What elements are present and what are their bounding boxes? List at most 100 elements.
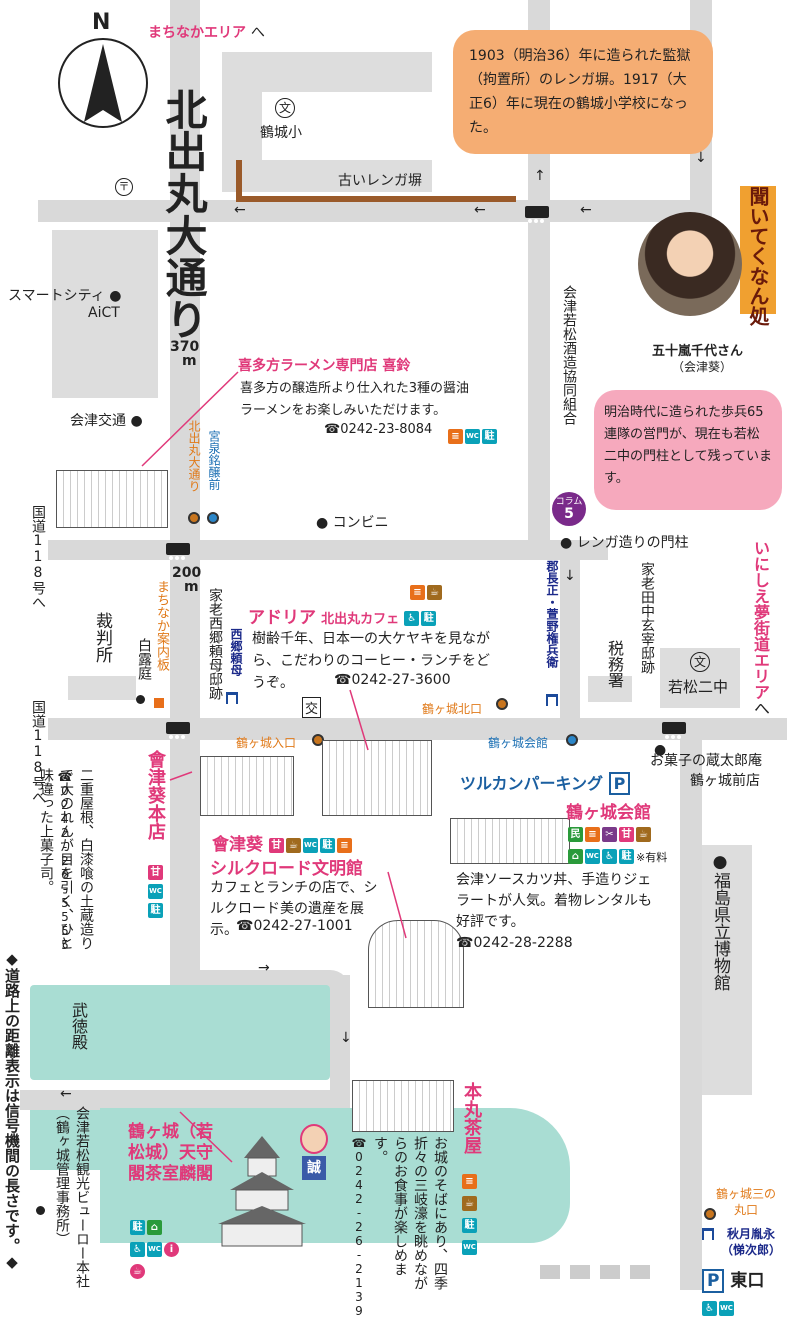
road-middle-horizontal bbox=[48, 540, 608, 560]
tax-office-building bbox=[588, 676, 632, 702]
road-gate-vertical bbox=[560, 545, 580, 735]
arrow-down-gate: ↓ bbox=[564, 568, 576, 584]
road-lower-horizontal bbox=[48, 718, 787, 740]
column-badge-num: 5 bbox=[564, 506, 574, 522]
smart-city-text: スマートシティ bbox=[8, 288, 105, 304]
higashiguchi-parking-icon: P bbox=[702, 1269, 725, 1293]
adria-sub: 北出丸カフェ bbox=[321, 612, 400, 627]
road-butoku bbox=[20, 1090, 350, 1110]
silkroad-food-icon: ≡ bbox=[336, 837, 352, 853]
iriguchi-label: 鶴ヶ城入口 bbox=[236, 736, 297, 750]
museum-text: 福島県立博物館 bbox=[710, 872, 730, 991]
arrow-down-curve: ↓ bbox=[340, 1030, 352, 1046]
silkroad-dome-sketch bbox=[368, 920, 464, 1008]
arrow-up: ↑ bbox=[534, 168, 546, 184]
kaikan-tel: ☎0242-28-2288 bbox=[456, 935, 573, 951]
machinaka-board: まちなか案内板 bbox=[154, 580, 169, 671]
inishie-text: いにしえ夢街道エリア bbox=[751, 540, 770, 700]
road-kitademaru-vertical bbox=[170, 0, 200, 1000]
honmaru-toilet-icon: WC bbox=[462, 1240, 477, 1255]
road-bottom-right bbox=[540, 1265, 650, 1279]
brick-gate-text: レンガ造りの門柱 bbox=[576, 535, 689, 551]
honmaru-icons: ≡☕駐WC bbox=[462, 1170, 478, 1258]
compass-circle bbox=[58, 38, 148, 128]
akizuki-label: 秋月胤永（悌次郎） bbox=[720, 1227, 781, 1257]
tenshukaku-wheelchair-icon: ♿ bbox=[130, 1242, 145, 1257]
aizuaoi-tel: ☎0242-26-5555 bbox=[58, 770, 72, 952]
signal-middle bbox=[166, 543, 190, 560]
silkroad-cafe-icon: ☕ bbox=[285, 837, 301, 853]
dist-200-unit: m bbox=[184, 579, 199, 595]
adria-desc: 樹齢千年、日本一の大ケヤキを見ながら、こだわりのコーヒー・ランチをどうぞ。 bbox=[252, 631, 490, 691]
adria-title: アドリア 北出丸カフェ ♿駐 bbox=[248, 603, 438, 628]
north-arrow-icon bbox=[84, 44, 122, 122]
brick-wall-label: 古いレンガ塀 bbox=[338, 173, 422, 189]
conveni-label: ● コンビニ bbox=[316, 515, 389, 531]
sweet-icon: 甘 bbox=[148, 865, 163, 880]
kaikan-food-icon: ≡ bbox=[585, 827, 600, 842]
conveni-text: コンビニ bbox=[332, 515, 389, 531]
kaikan-wheelchair-icon: ♿ bbox=[602, 849, 617, 864]
arrow-left-3: ← bbox=[580, 202, 592, 218]
school-label: 鶴城小 bbox=[260, 125, 302, 141]
wakamatsu2-school-icon: 文 bbox=[690, 652, 710, 672]
arrow-left-butoku: ← bbox=[60, 1086, 72, 1102]
castle-illustration bbox=[218, 1136, 306, 1247]
inishie-label: いにしえ夢街道エリアへ bbox=[750, 540, 770, 716]
column-badge: コラム 5 bbox=[552, 492, 586, 526]
aizuaoi-icons: 甘 WC 駐 bbox=[148, 862, 164, 919]
tenshukaku-shop-icon: ⌂ bbox=[147, 1220, 162, 1235]
aizuaoi-name: 會津葵本店 bbox=[145, 750, 166, 840]
aizuaoi-parking-icon: 駐 bbox=[148, 903, 163, 918]
ramen-icon: ≡ bbox=[448, 429, 463, 444]
top-area-label: まちなかエリア へ bbox=[148, 22, 265, 42]
adria-top-icons: ≡☕ bbox=[410, 582, 444, 601]
adria-tel: ☎0242-27-3600 bbox=[334, 672, 451, 688]
silkroad-toilet-icon: WC bbox=[302, 837, 318, 853]
adria-cafe-icon: ☕ bbox=[427, 585, 442, 600]
signal-lower-left bbox=[166, 722, 190, 739]
saigo-memorial-icon bbox=[226, 692, 238, 704]
bubble-brick-history: 1903（明治36）年に造られた監獄（拘置所）のレンガ塀。1917（大正6）年に… bbox=[453, 30, 713, 154]
kitakata-tel: ☎0242-23-8084 bbox=[324, 422, 433, 437]
court-label: 裁判所 bbox=[92, 612, 112, 663]
hakuro-dot bbox=[136, 695, 145, 704]
honmaru-building-sketch bbox=[352, 1080, 454, 1132]
tenshukaku-toilet-icon: WC bbox=[147, 1242, 162, 1257]
top-area-suffix: へ bbox=[250, 25, 265, 41]
kaikan-icons-row1: 民≡✂甘☕ bbox=[568, 824, 653, 843]
kiitekuna-label: 聞いてくなん処 bbox=[740, 186, 776, 326]
tsurukan-parking-text: ツルカンパーキング bbox=[460, 774, 604, 793]
machinaka-board-icon bbox=[154, 698, 164, 708]
moat-upper bbox=[30, 985, 330, 1080]
shinsengumi-icon bbox=[300, 1124, 328, 1154]
hakuro-label: 白露庭 bbox=[136, 638, 152, 680]
note-side: ◆道路上の距離表示は信号機間の長さです。◆ bbox=[3, 950, 21, 1271]
smart-city-building bbox=[52, 230, 158, 398]
road-right-lower-vertical bbox=[680, 730, 702, 1290]
kaikan-local-icon: 民 bbox=[568, 827, 583, 842]
honmaru-name: 本丸茶屋 bbox=[461, 1082, 482, 1154]
akizuki-memorial-icon bbox=[702, 1228, 714, 1240]
kitakata-desc: 喜多方の醸造所より仕入れた3種の醤油ラーメンをお楽しみいただけます。 bbox=[240, 381, 470, 418]
toilet-icon: WC bbox=[465, 429, 480, 444]
higashiguchi-icons: ♿WC bbox=[702, 1298, 736, 1317]
gunchosei-memorial-icon bbox=[546, 694, 558, 706]
wakamatsu2-label: 若松二中 bbox=[668, 678, 729, 696]
adria-food-icon: ≡ bbox=[410, 585, 425, 600]
okashi-text: お菓子の蔵太郎庵 bbox=[650, 753, 762, 769]
inishie-suffix: へ bbox=[751, 700, 770, 716]
dist-370-unit: m bbox=[182, 353, 197, 369]
silkroad-tel: ☎0242-27-1001 bbox=[236, 918, 353, 934]
honmaru-cafe-icon: ☕ bbox=[462, 1196, 477, 1211]
arrow-left-1: ← bbox=[234, 202, 246, 218]
saigo-tanomo-label: 西郷頼母 bbox=[229, 628, 243, 676]
kaikan-note: ※有料 bbox=[636, 851, 668, 864]
person-name: 五十嵐千代さん bbox=[652, 344, 744, 359]
zeimusho-label: 税務署 bbox=[605, 640, 624, 688]
kaikan-sweet-icon: 甘 bbox=[619, 827, 634, 842]
bubble-gate-history: 明治時代に造られた歩兵65連隊の営門が、現在も若松二中の門柱として残っています。 bbox=[594, 390, 782, 510]
miyaizumi-bus-stop-icon bbox=[207, 512, 219, 524]
